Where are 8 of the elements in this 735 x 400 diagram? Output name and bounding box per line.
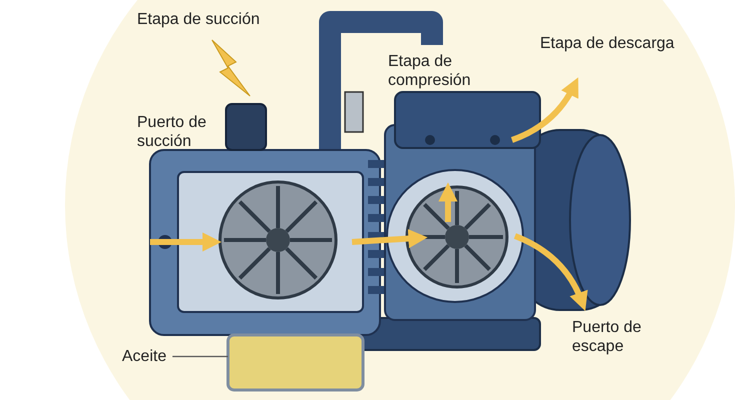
leader-line [172,356,228,358]
stage-label: Etapa de descarga [540,34,676,53]
oil-reservoir [226,334,364,392]
stage-label: Etapa de compresión [388,52,472,90]
port-label: Puerto de succión [137,113,208,151]
port-label: Puerto de escape [572,318,642,356]
stage-label: Etapa de succión [137,10,261,29]
part-label: Aceite [122,347,166,366]
